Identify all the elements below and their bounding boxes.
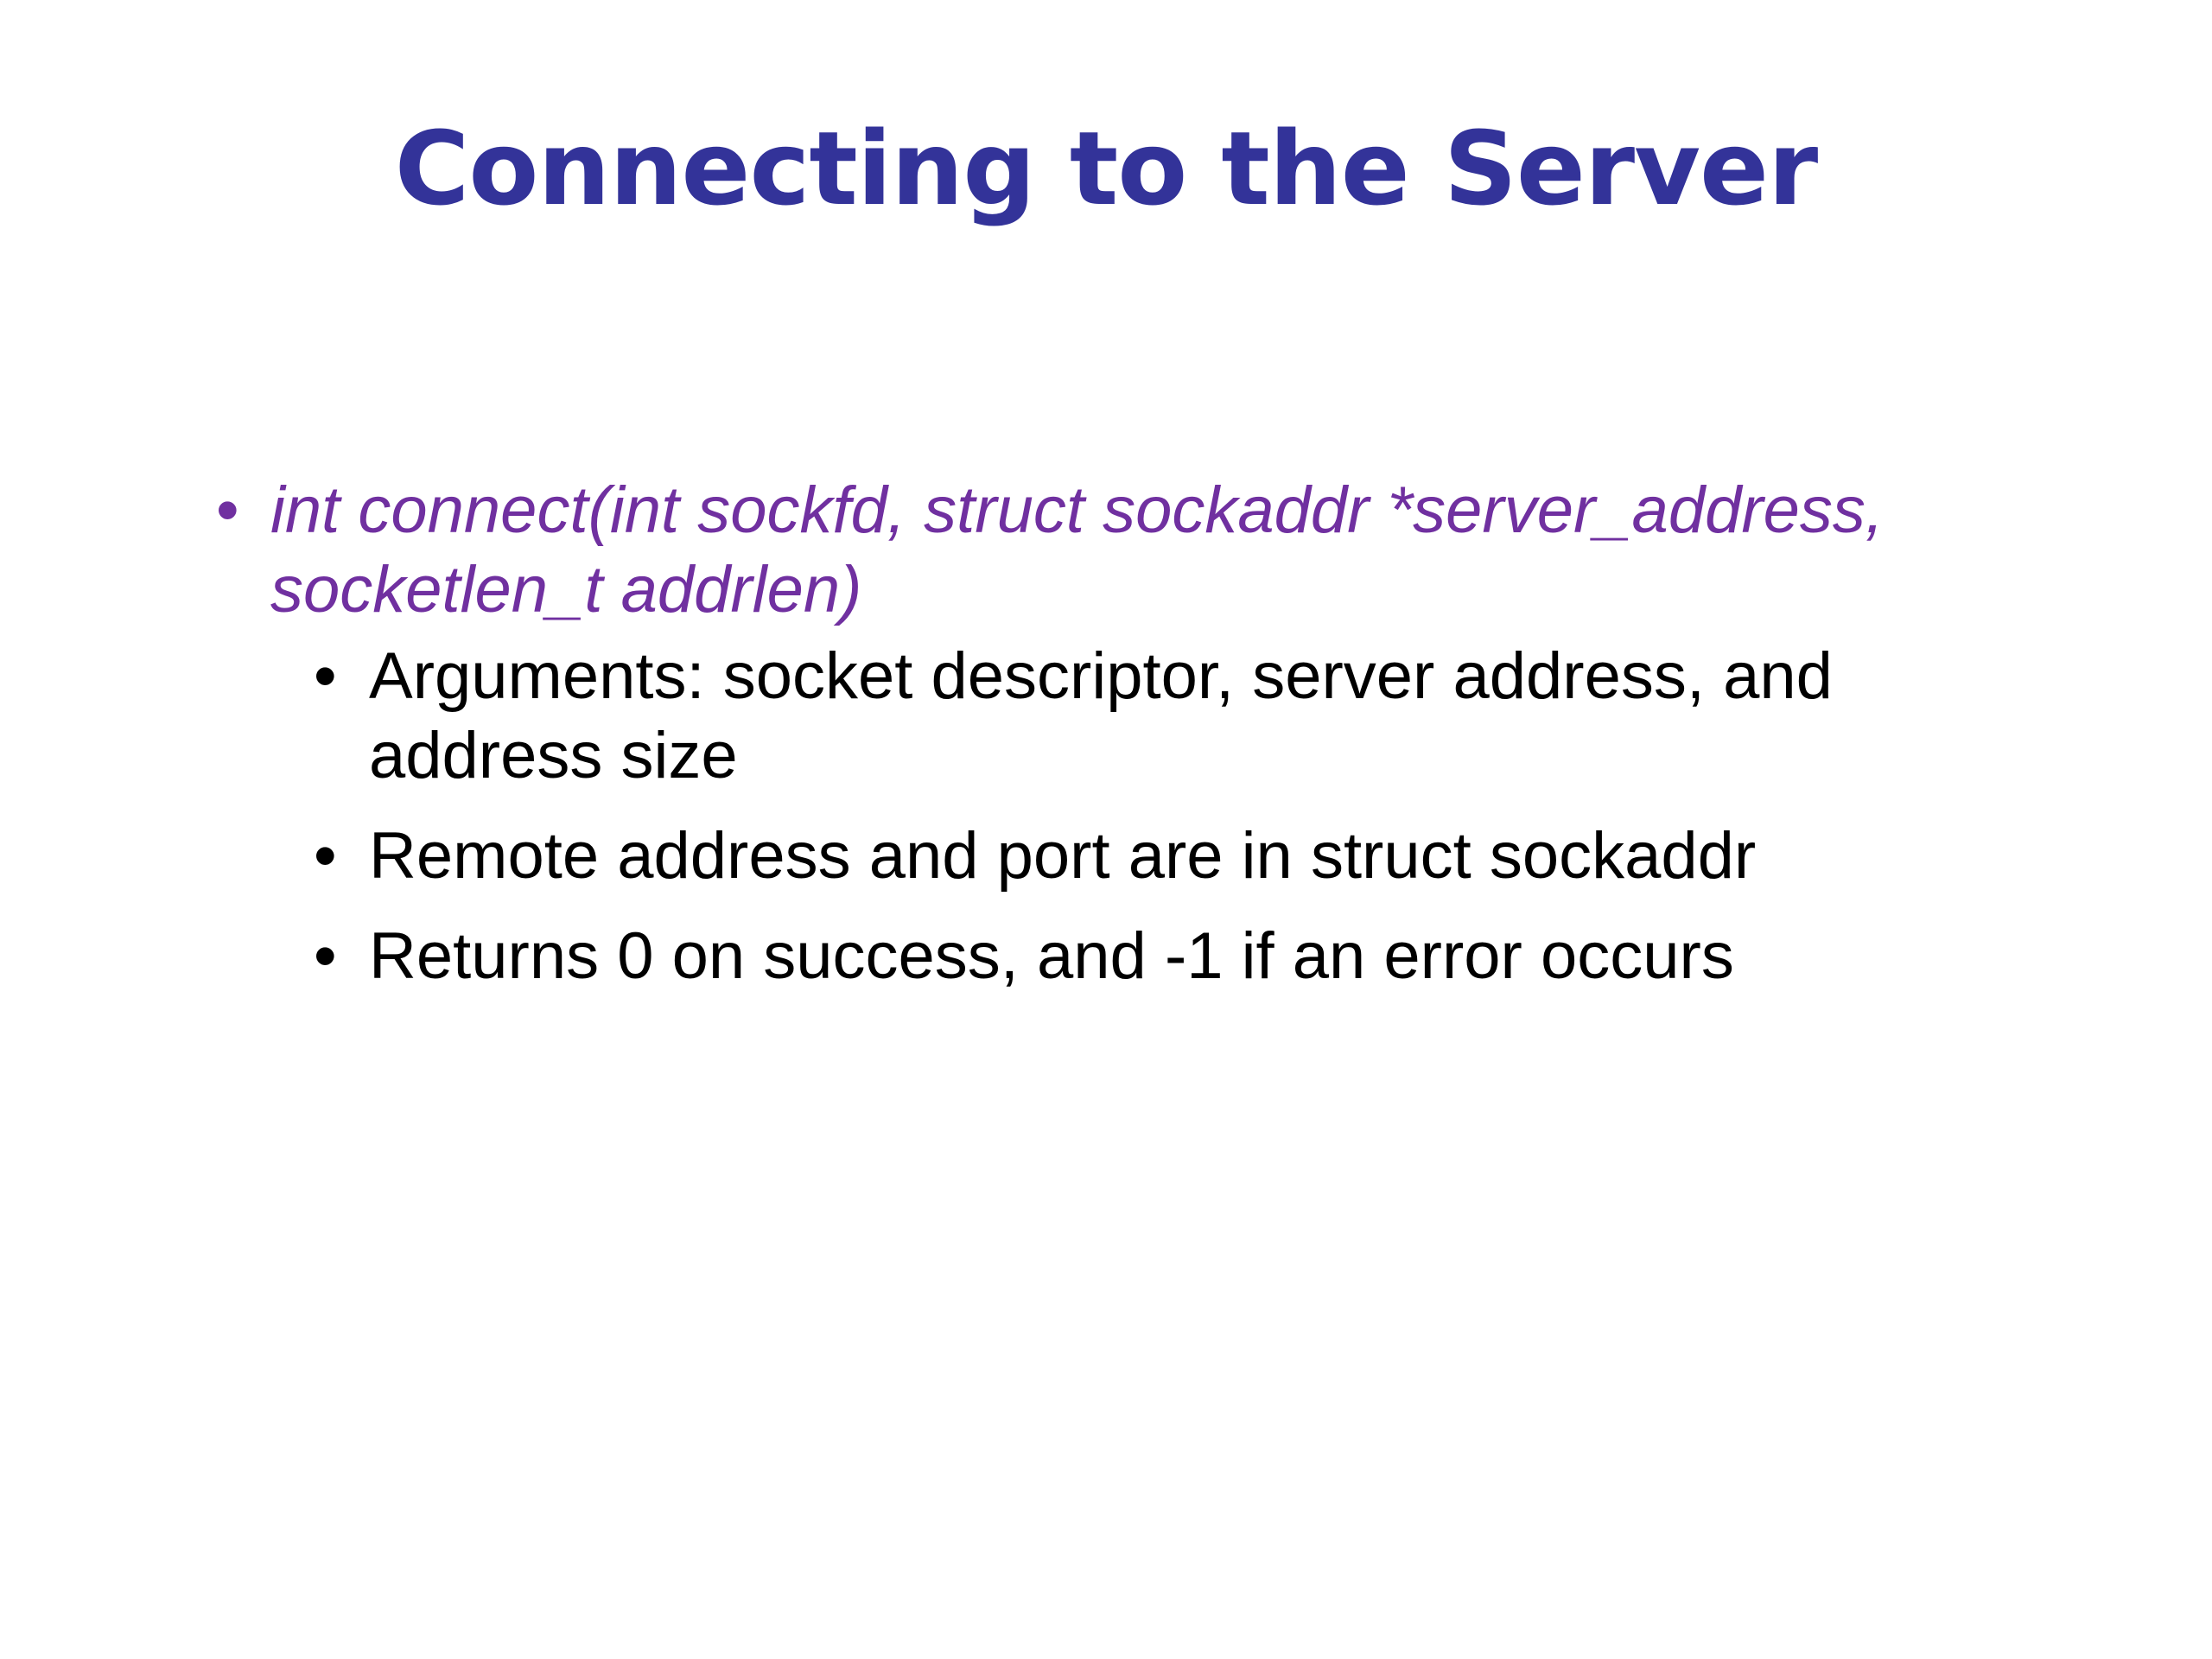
slide-content: • int connect(int sockfd, struct sockadd…	[216, 471, 2031, 1017]
function-signature-bullet: • int connect(int sockfd, struct sockadd…	[216, 471, 2031, 630]
list-item: • Arguments: socket descriptor, server a…	[216, 637, 2031, 796]
bullet-marker: •	[314, 919, 337, 993]
list-item: • Remote address and port are in struct …	[216, 817, 2031, 896]
list-item: • Returns 0 on success, and -1 if an err…	[216, 917, 2031, 996]
function-signature-text: int connect(int sockfd, struct sockaddr …	[270, 474, 1885, 626]
list-item-text: Returns 0 on success, and -1 if an error…	[369, 919, 1734, 993]
slide-title: Connecting to the Server	[394, 109, 1819, 228]
bullet-marker: •	[314, 819, 337, 893]
list-item-text: Arguments: socket descriptor, server add…	[369, 639, 1833, 792]
bullet-marker: •	[216, 474, 239, 547]
list-item-text: Remote address and port are in struct so…	[369, 819, 1757, 893]
details-list: • Arguments: socket descriptor, server a…	[216, 637, 2031, 996]
bullet-marker: •	[314, 639, 337, 713]
